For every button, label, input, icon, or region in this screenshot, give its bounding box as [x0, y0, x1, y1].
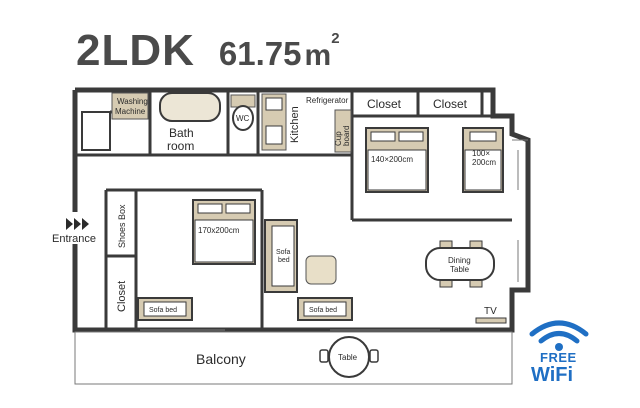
sofa-bed-left-label: Sofa bed [149, 307, 177, 314]
bathroom-label: Bath room [167, 126, 197, 153]
double-bed-center-label: 170x200cm [198, 226, 240, 235]
dining-table [425, 247, 495, 281]
closet-lower-left-label: Closet [116, 281, 128, 312]
floor-area-unit-sup: 2 [331, 30, 340, 47]
balcony-chairs [319, 349, 379, 363]
windows [140, 139, 528, 331]
floor-area-unit: m [304, 39, 332, 72]
kitchen-label: Kitchen [289, 106, 301, 143]
cupboard-block [334, 109, 352, 153]
floor-area-value: 61.75 [218, 35, 302, 72]
tv-stand [475, 317, 507, 324]
double-bed-right-label: 140×200cm [371, 155, 413, 164]
wifi-label: WiFi [531, 364, 574, 386]
single-bed-right-label: 100× 200cm [472, 149, 496, 167]
balcony-outline [74, 331, 513, 385]
sofa-bed-right [297, 297, 353, 321]
double-bed-center [192, 199, 256, 265]
sofa-bed-left [137, 297, 193, 321]
refrigerator-label: Refrigerator [306, 96, 349, 105]
entrance-label: Entrance [52, 233, 96, 245]
tv-label: TV [484, 306, 497, 317]
wifi-free-label: FREE [540, 350, 577, 365]
wc-bowl [232, 105, 254, 131]
bathtub [159, 92, 221, 122]
single-bed-right [462, 127, 504, 193]
cupboard-label: Cup board [334, 126, 351, 146]
sofa-bed-vertical [264, 219, 298, 293]
center-rug [305, 255, 337, 285]
washing-machine-label: Washing Machine [115, 97, 150, 116]
closet-top-left-label: Closet [367, 97, 402, 111]
sofa-bed-right-label: Sofa bed [309, 307, 337, 314]
kitchen-sink [265, 97, 283, 111]
exterior-walls [72, 87, 531, 333]
double-bed-right [365, 127, 429, 193]
layout-type: 2LDK [76, 26, 195, 75]
entrance-arrows [66, 218, 89, 230]
closet-top-right-label: Closet [433, 97, 468, 111]
interior-walls [75, 90, 512, 330]
washing-machine-block [111, 92, 149, 120]
sofa-bed-vertical-label: Sofa bed [276, 249, 292, 264]
shower-area [81, 111, 111, 151]
wifi-icon [529, 320, 589, 351]
plan-heading: 2LDK 61.75 m 2 [76, 26, 340, 76]
shoes-box-label: Shoes Box [117, 204, 127, 248]
balcony-label: Balcony [196, 351, 246, 367]
wc-label: WC [236, 114, 250, 123]
kitchen-stove [265, 125, 283, 145]
dining-table-label: Dining Table [448, 256, 473, 274]
balcony-table-label: Table [338, 353, 358, 362]
balcony-table [328, 336, 370, 378]
